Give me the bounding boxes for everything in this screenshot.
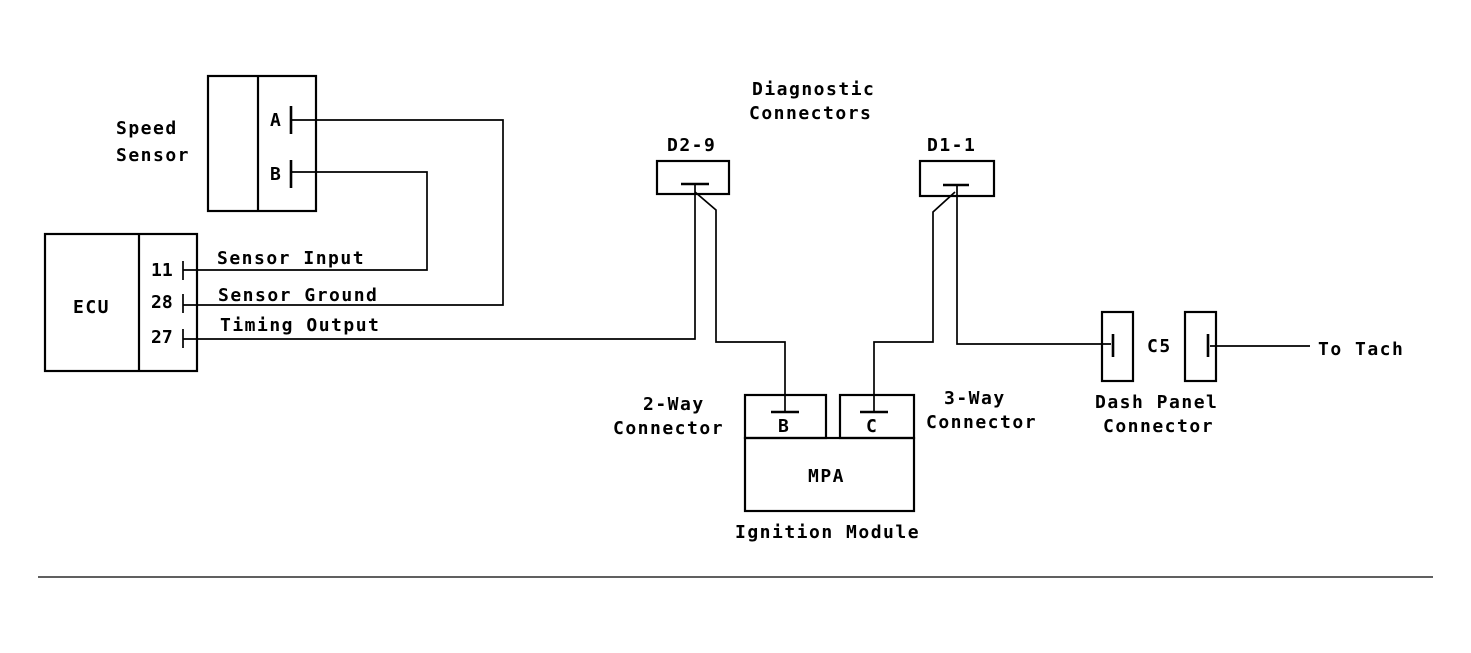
sensor-input-wire [183,171,428,271]
ecu-body [43,232,199,373]
speed-sensor-pin-a-label: A [270,110,281,131]
d2-9-label: D2-9 [667,135,716,156]
speed-sensor-pin-b-label: B [270,164,281,185]
two-way-label-line1: 2-Way [643,394,705,415]
three-way-label-line1: 3-Way [944,388,1006,409]
ignition-module-inner-label: MPA [808,466,845,487]
ecu-pin-11-label: 11 [151,260,173,281]
ignition-module: MPA [743,436,916,513]
d1-1-to-dash-panel-wire [956,185,1111,345]
dash-panel-code: C5 [1147,336,1172,357]
d1-1-label: D1-1 [927,135,976,156]
two-way-label-line2: Connector [613,418,724,439]
two-way-pin-label: B [778,416,789,437]
d2-9-connector: D2-9 [655,135,731,196]
speed-sensor-body [206,74,318,213]
dash-panel-left-half [1100,310,1135,383]
ecu: ECU 11 28 27 [43,232,199,373]
diagnostic-title-line1: Diagnostic [752,79,875,100]
dash-panel-connector: C5 [1100,310,1218,383]
ecu-label: ECU [73,297,110,318]
speed-sensor: A B [206,74,318,213]
sensor-ground-wire [183,119,504,306]
dash-panel-label-line2: Connector [1103,416,1214,437]
dash-panel-label-line1: Dash Panel [1095,392,1218,413]
three-way-connector: C [838,393,916,440]
speed-sensor-label-line2: Sensor [116,145,190,166]
ecu-pin-27-label: 27 [151,327,173,348]
ignition-module-caption: Ignition Module [735,522,920,543]
three-way-pin-label: C [866,416,877,437]
d1-1-to-three-way-wire [873,191,956,412]
three-way-connector-body [838,393,916,440]
three-way-label-line2: Connector [926,412,1037,433]
ecu-pin-28-label: 28 [151,292,173,313]
timing-output-wire [183,184,696,340]
timing-output-label: Timing Output [220,315,380,336]
d2-9-connector-body [655,159,731,196]
ignition-module-body [743,436,916,513]
sensor-ground-label: Sensor Ground [218,285,378,306]
diagnostic-title-line2: Connectors [749,103,872,124]
speed-sensor-label-line1: Speed [116,118,178,139]
to-tach-label: To Tach [1318,339,1404,360]
two-way-connector: B [743,393,828,440]
sensor-input-label: Sensor Input [217,248,365,269]
d2-9-to-two-way-wire [694,191,786,412]
two-way-connector-body [743,393,828,440]
